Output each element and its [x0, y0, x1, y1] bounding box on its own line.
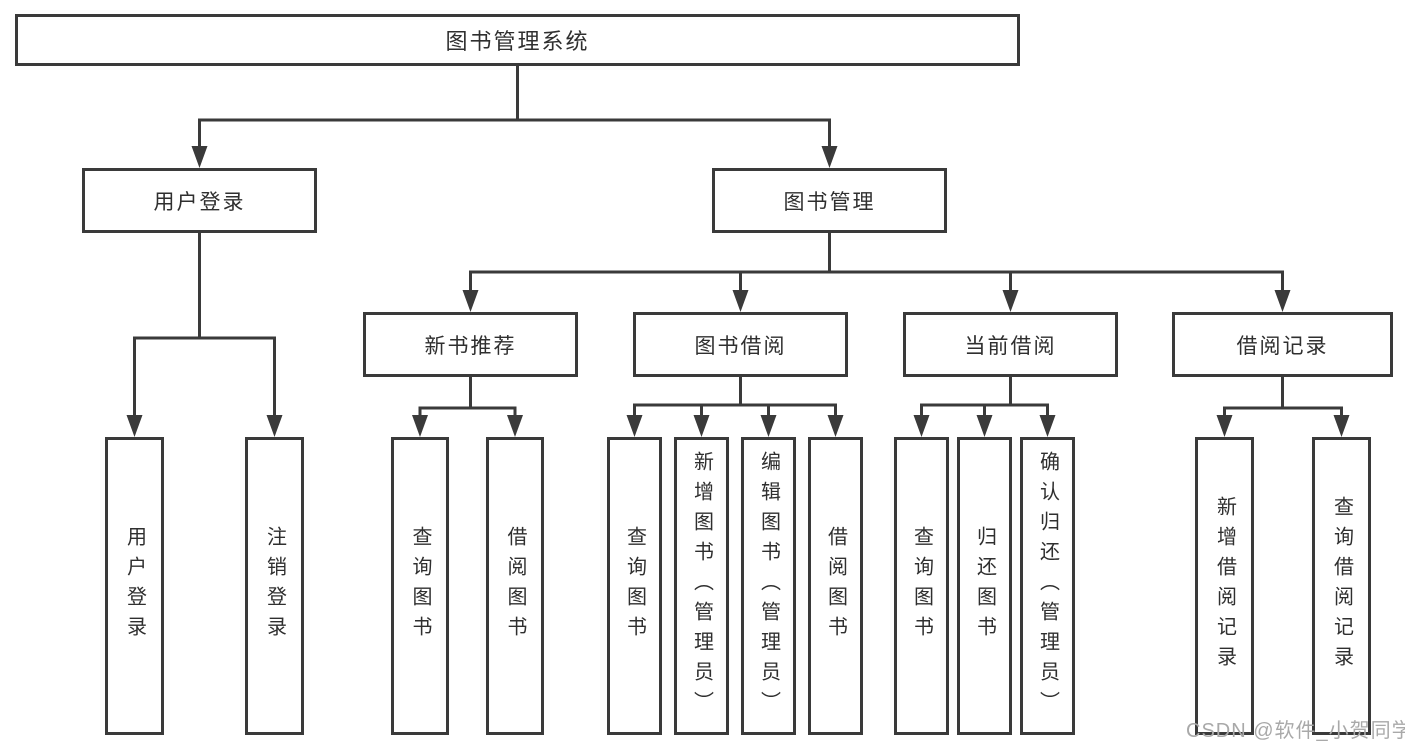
node-book-management: 图书管理	[712, 168, 947, 233]
node-logout: 注销登录	[245, 437, 304, 735]
node-add-books-admin: 新增图书（管理员）	[674, 437, 729, 735]
node-new-book-recommend: 新书推荐	[363, 312, 578, 377]
node-confirm-return-admin: 确认归还（管理员）	[1020, 437, 1075, 735]
connector-shafts	[133, 64, 1343, 422]
node-query-borrow-record: 查询借阅记录	[1312, 437, 1371, 735]
node-user-login: 用户登录	[82, 168, 317, 233]
node-query-books-current: 查询图书	[894, 437, 949, 735]
node-login: 用户登录	[105, 437, 164, 735]
node-borrowing-records: 借阅记录	[1172, 312, 1393, 377]
node-add-borrow-record: 新增借阅记录	[1195, 437, 1254, 735]
node-query-books-recommend: 查询图书	[391, 437, 449, 735]
node-book-borrowing: 图书借阅	[633, 312, 848, 377]
csdn-watermark: CSDN @软件_小贺同学	[1186, 720, 1405, 742]
node-borrow-books-borrowing: 借阅图书	[808, 437, 863, 735]
node-current-borrowing: 当前借阅	[903, 312, 1118, 377]
node-query-books-borrowing: 查询图书	[607, 437, 662, 735]
node-root: 图书管理系统	[15, 14, 1020, 66]
node-return-books: 归还图书	[957, 437, 1012, 735]
node-borrow-books-recommend: 借阅图书	[486, 437, 544, 735]
node-edit-books-admin: 编辑图书（管理员）	[741, 437, 796, 735]
connector-arrows	[126, 146, 1350, 437]
